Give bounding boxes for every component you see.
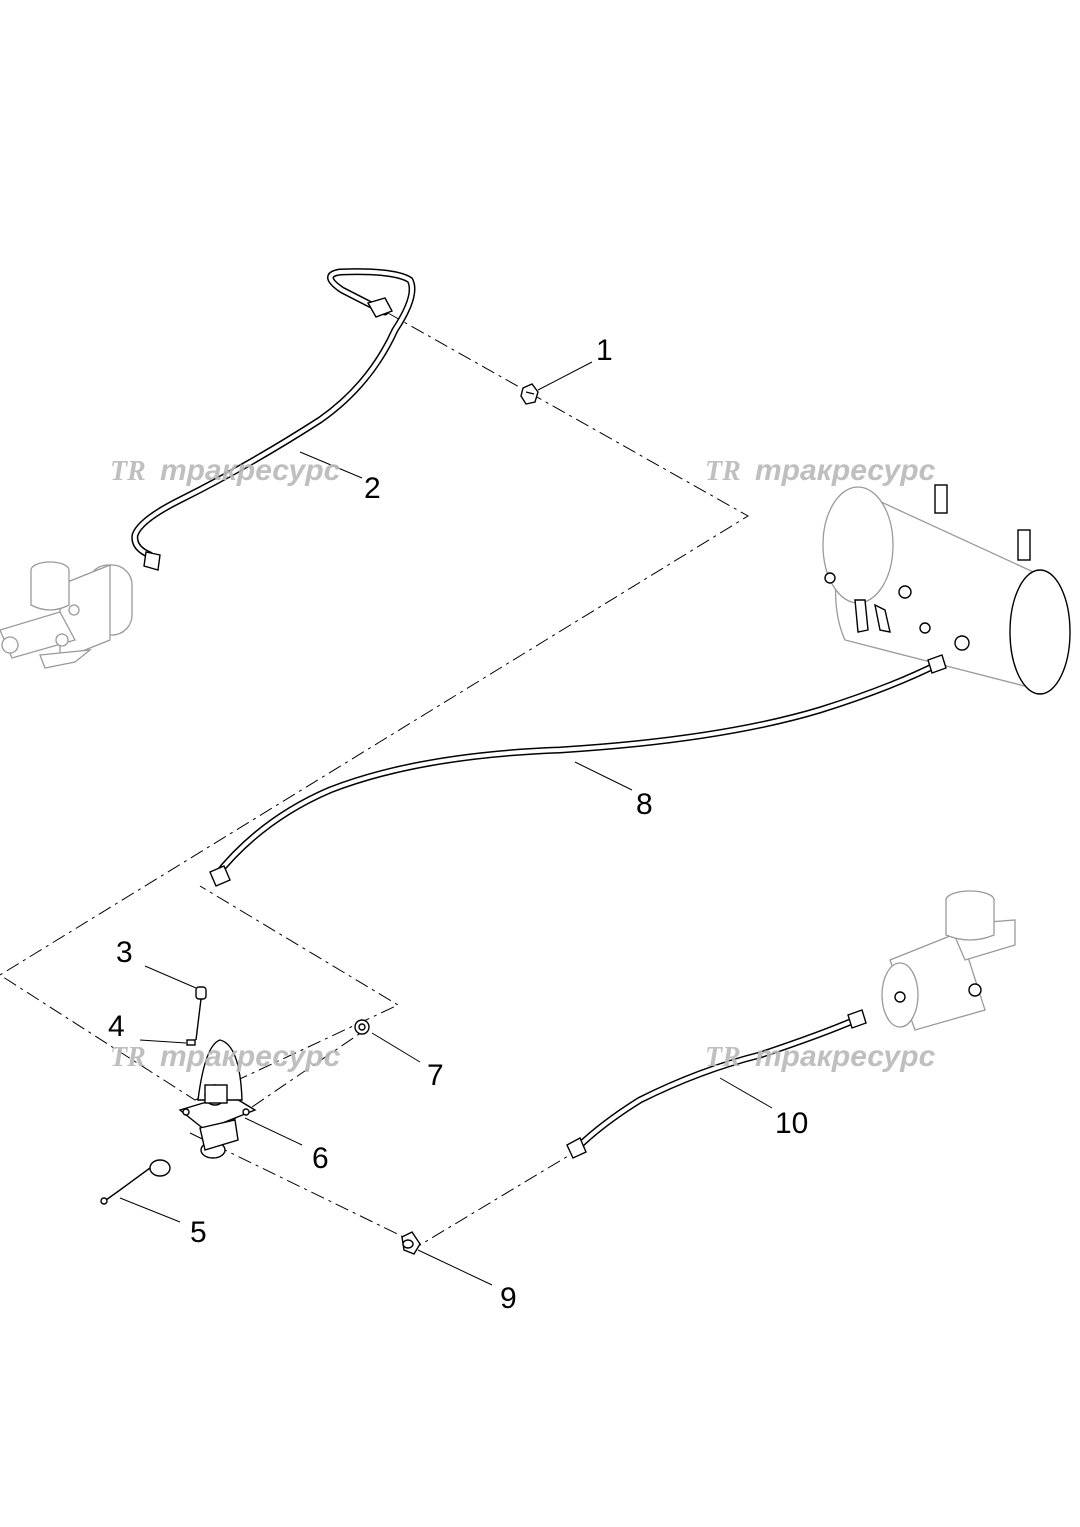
watermark-logo: TR: [705, 456, 741, 487]
watermark-logo: TR: [110, 456, 146, 487]
watermark-logo: TR: [705, 1042, 741, 1073]
callout-6: 6: [312, 1142, 329, 1175]
fitting-1: [520, 383, 539, 405]
watermark-logo: TR: [110, 1042, 146, 1073]
callout-labels: 1 2 3 4 5 6 7 8 9 10: [108, 334, 808, 1315]
watermark-text: тракресурс: [160, 454, 341, 487]
callout-9: 9: [500, 1282, 517, 1315]
callout-2: 2: [364, 472, 381, 505]
watermark-text: тракресурс: [755, 454, 936, 487]
callout-10: 10: [775, 1107, 808, 1140]
brake-chamber-right: [881, 890, 1016, 1031]
callout-3: 3: [116, 936, 133, 969]
callout-5: 5: [190, 1216, 207, 1249]
valve-assembly: [178, 986, 370, 1159]
watermark-text: тракресурс: [755, 1040, 936, 1073]
hose-8: [209, 654, 947, 887]
hose-10: [566, 1009, 867, 1159]
callout-8: 8: [636, 788, 653, 821]
watermarks: TR тракресурс TR тракресурс TR тракресур…: [110, 454, 936, 1073]
brake-chamber-left: [0, 561, 133, 669]
fitting-9: [401, 1231, 421, 1255]
callout-7: 7: [427, 1059, 444, 1092]
watermark-text: тракресурс: [160, 1040, 341, 1073]
callout-1: 1: [596, 334, 613, 367]
air-receiver: [822, 484, 1071, 695]
leader-lines: [119, 361, 773, 1286]
sensor-5: [100, 1159, 171, 1205]
callout-4: 4: [108, 1010, 125, 1043]
hose-2: [131, 268, 416, 571]
